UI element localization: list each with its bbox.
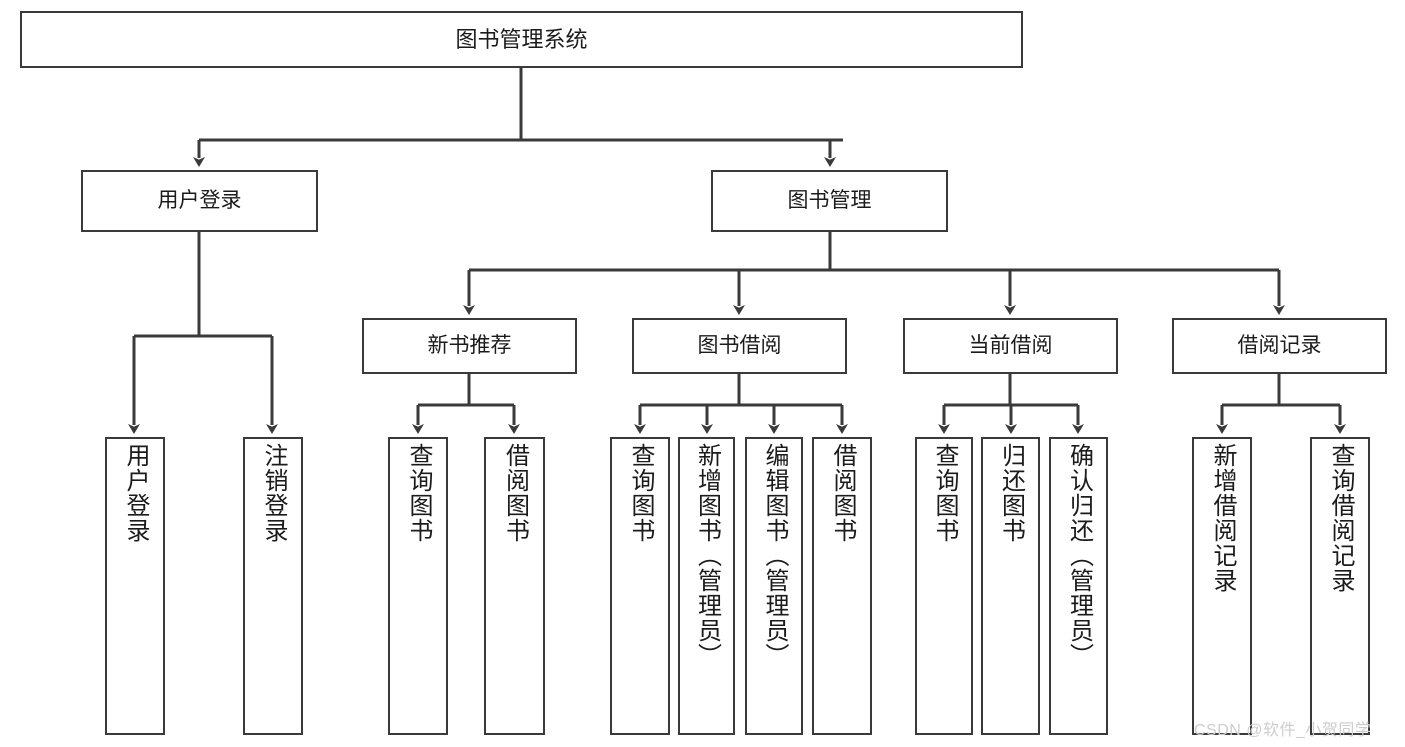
node-book-manage[interactable]: 图书管理 xyxy=(711,170,948,232)
node-leaf-logout-label: 注销登录 xyxy=(260,443,287,543)
node-book-manage-label: 图书管理 xyxy=(787,188,872,212)
node-leaf-query-book-3-label: 查询图书 xyxy=(931,443,958,543)
node-new-book-recommend[interactable]: 新书推荐 xyxy=(362,318,577,374)
node-leaf-logout[interactable]: 注销登录 xyxy=(243,437,303,735)
node-root[interactable]: 图书管理系统 xyxy=(20,11,1023,68)
node-borrow-record[interactable]: 借阅记录 xyxy=(1172,318,1387,374)
node-leaf-query-book-1[interactable]: 查询图书 xyxy=(388,437,448,735)
node-leaf-add-record[interactable]: 新增借阅记录 xyxy=(1192,437,1252,735)
node-current-borrow-label: 当前借阅 xyxy=(968,333,1053,357)
node-user-login-label: 用户登录 xyxy=(157,188,242,212)
node-leaf-add-book[interactable]: 新增图书（管理员） xyxy=(678,437,735,735)
node-leaf-return-book[interactable]: 归还图书 xyxy=(981,437,1040,735)
node-leaf-query-book-1-label: 查询图书 xyxy=(405,443,432,543)
node-leaf-query-book-2[interactable]: 查询图书 xyxy=(610,437,670,735)
node-leaf-borrow-book-1[interactable]: 借阅图书 xyxy=(484,437,545,735)
node-leaf-query-book-3[interactable]: 查询图书 xyxy=(915,437,973,735)
node-leaf-borrow-book-2[interactable]: 借阅图书 xyxy=(812,437,872,735)
node-leaf-add-book-label: 新增图书（管理员） xyxy=(693,443,721,668)
node-leaf-edit-book-label: 编辑图书（管理员） xyxy=(761,443,788,668)
node-leaf-confirm-return[interactable]: 确认归还（管理员） xyxy=(1049,437,1108,735)
node-user-login[interactable]: 用户登录 xyxy=(81,170,318,232)
node-leaf-return-book-label: 归还图书 xyxy=(997,443,1025,543)
csdn-watermark: CSDN @软件_小贺同学 xyxy=(1194,722,1372,739)
node-new-book-recommend-label: 新书推荐 xyxy=(427,333,512,357)
node-leaf-query-book-2-label: 查询图书 xyxy=(627,443,654,543)
node-leaf-edit-book[interactable]: 编辑图书（管理员） xyxy=(745,437,803,735)
node-book-borrow-label: 图书借阅 xyxy=(697,333,782,357)
node-leaf-add-record-label: 新增借阅记录 xyxy=(1209,443,1236,593)
node-leaf-query-record-label: 查询借阅记录 xyxy=(1327,443,1354,593)
node-borrow-record-label: 借阅记录 xyxy=(1237,333,1322,357)
node-leaf-query-record[interactable]: 查询借阅记录 xyxy=(1310,437,1370,735)
node-current-borrow[interactable]: 当前借阅 xyxy=(903,318,1118,374)
node-leaf-user-login[interactable]: 用户登录 xyxy=(105,437,165,735)
node-leaf-user-login-label: 用户登录 xyxy=(122,443,149,543)
node-leaf-borrow-book-1-label: 借阅图书 xyxy=(501,443,529,543)
node-leaf-confirm-return-label: 确认归还（管理员） xyxy=(1065,443,1093,668)
node-leaf-borrow-book-2-label: 借阅图书 xyxy=(829,443,856,543)
node-book-borrow[interactable]: 图书借阅 xyxy=(632,318,847,374)
node-root-label: 图书管理系统 xyxy=(455,26,588,52)
